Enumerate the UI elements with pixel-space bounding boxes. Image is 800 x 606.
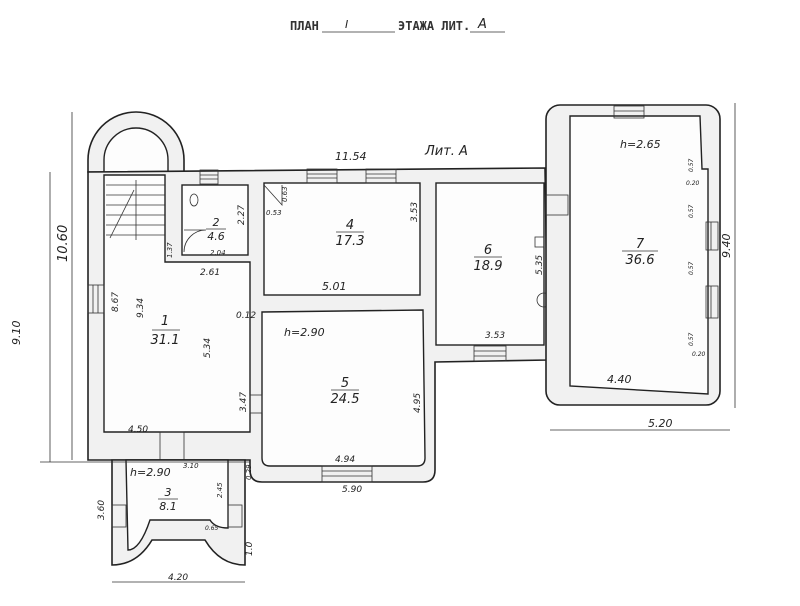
dim-stair: 1.37 xyxy=(166,242,174,258)
dimension-labels: 11.54 10.60 9.10 9.40 5.20 4.40 4.50 8.6… xyxy=(10,150,733,583)
dim-left-outer: 9.10 xyxy=(10,321,23,346)
dim-overall-left: 10.60 xyxy=(56,225,71,262)
dim-room4-small-h: 0.63 xyxy=(281,186,289,202)
dim-r7-n5: 0.57 xyxy=(688,332,695,346)
stove-icon xyxy=(534,236,545,248)
dim-porch-top: 3.10 xyxy=(183,462,199,470)
staircase xyxy=(106,180,165,240)
room-1-number: 1 xyxy=(161,314,169,329)
dim-room7-inner: 4.40 xyxy=(607,373,632,386)
dim-porch-proj: 1.0 xyxy=(245,541,255,556)
door-swing xyxy=(183,229,207,253)
dim-room1-bottom: 4.50 xyxy=(128,425,148,435)
dim-room6-right: 5.35 xyxy=(535,255,545,275)
dim-room5-bottom: 4.94 xyxy=(335,455,355,465)
dim-room4-small-w: 0.53 xyxy=(266,209,282,217)
dim-room5-outer: 5.90 xyxy=(342,485,362,495)
room-5 xyxy=(261,309,426,467)
room-7 xyxy=(569,115,709,395)
room-4 xyxy=(263,182,421,296)
title-letter: А xyxy=(477,17,487,32)
height-main: h=2.90 xyxy=(284,326,325,339)
room-4-area: 17.3 xyxy=(336,234,365,249)
room-2-area: 4.6 xyxy=(207,230,225,243)
toilet-icon xyxy=(189,193,199,207)
room-2-number: 2 xyxy=(213,216,220,229)
dim-room1-right: 5.34 xyxy=(203,338,213,358)
porch xyxy=(111,459,246,566)
main-building xyxy=(87,111,552,483)
dim-porch-bottom: 4.20 xyxy=(168,573,188,583)
room-1-area: 31.1 xyxy=(151,333,180,348)
windows xyxy=(87,168,507,483)
dim-room1-step: 0.12 xyxy=(236,311,256,321)
dim-room2-door: 2.04 xyxy=(210,249,226,257)
room-labels: 1 31.1 2 4.6 3 8.1 4 17.3 5 24.5 6 18.9 … xyxy=(130,138,661,513)
dim-room5-side: 0.29 xyxy=(245,464,253,480)
room-3-number: 3 xyxy=(165,486,172,499)
room-7-building xyxy=(545,104,721,406)
dim-room4-right: 3.53 xyxy=(410,202,420,222)
dim-room1-door: 3.47 xyxy=(239,392,249,412)
building-label: Лит. А xyxy=(424,144,468,159)
room-5-number: 5 xyxy=(341,376,349,391)
dim-porch-right: 2.45 xyxy=(216,482,224,498)
room-5-area: 24.5 xyxy=(331,392,360,407)
room-6 xyxy=(435,182,545,346)
plan-title: ПЛАН I ЭТАЖА ЛИТ. А xyxy=(290,17,505,33)
title-floor-word: ЭТАЖА ЛИТ. xyxy=(398,19,470,33)
dim-r7-n4: 0.57 xyxy=(688,261,695,275)
dim-room1-left: 8.67 xyxy=(111,292,121,312)
dim-room4-bottom: 5.01 xyxy=(322,280,347,293)
dim-room7-outer: 5.20 xyxy=(648,417,673,430)
room-6-number: 6 xyxy=(484,243,492,258)
dim-overall-top: 11.54 xyxy=(335,150,367,163)
room-6-area: 18.9 xyxy=(474,259,503,274)
dim-r7-n3: 0.57 xyxy=(688,204,695,218)
duct-icon xyxy=(263,184,283,207)
dimension-lines xyxy=(40,103,736,583)
dim-r7-n6: 0.20 xyxy=(692,351,706,358)
dim-room6-bottom: 3.53 xyxy=(485,331,505,341)
room-1 xyxy=(103,174,251,433)
dim-porch-small: 0.65 xyxy=(205,525,219,532)
room-2 xyxy=(181,184,249,256)
dim-r7-n2: 0.20 xyxy=(686,180,700,187)
dim-room5-right: 4.95 xyxy=(413,393,423,413)
title-floor: I xyxy=(345,18,348,31)
title-plan: ПЛАН xyxy=(290,19,319,33)
height-room7: h=2.65 xyxy=(620,138,661,151)
room-7-area: 36.6 xyxy=(626,253,655,268)
dim-porch-left: 3.60 xyxy=(97,500,107,520)
dim-room2-bottom: 2.61 xyxy=(200,268,220,278)
dim-right-outer: 9.40 xyxy=(720,234,733,259)
dim-room1-inner: 9.34 xyxy=(136,298,146,318)
dim-room2-right: 2.27 xyxy=(237,205,247,225)
room-7-number: 7 xyxy=(636,237,645,252)
height-porch: h=2.90 xyxy=(130,466,171,479)
room-3-area: 8.1 xyxy=(159,500,177,513)
dim-r7-n1: 0.57 xyxy=(688,158,695,172)
room-3 xyxy=(125,459,229,551)
room-4-number: 4 xyxy=(346,218,354,233)
